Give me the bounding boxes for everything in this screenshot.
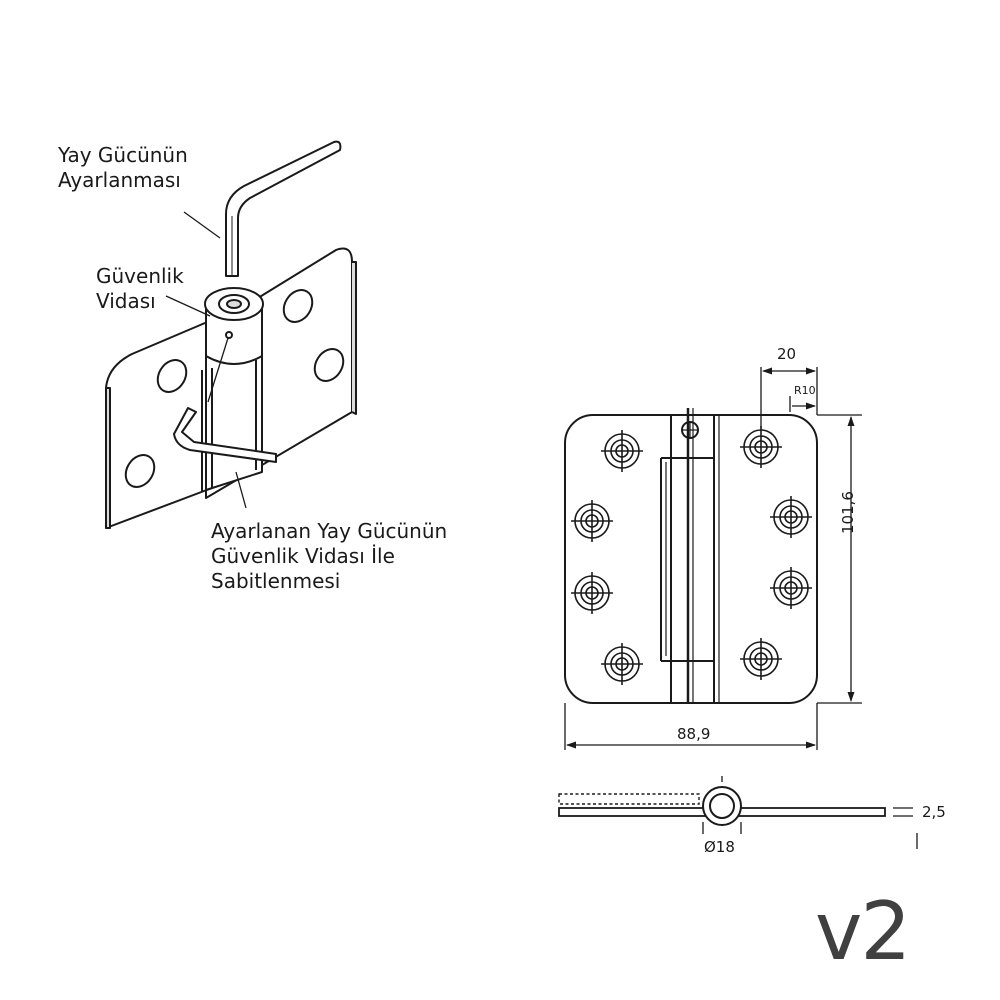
dim-corner-radius: R10 — [794, 384, 816, 397]
dimension-lines — [564, 367, 862, 750]
label-spring-adjust-line1: Yay Gücünün — [58, 143, 188, 167]
label-fixing: Ayarlanan Yay Gücünün Güvenlik Vidası İl… — [211, 519, 447, 594]
hinge-side-view — [558, 776, 918, 849]
leaf-screw-holes — [124, 289, 345, 488]
label-safety-screw: Güvenlik Vidası — [96, 264, 184, 314]
hex-key-lower — [173, 407, 277, 463]
version-badge: v2 — [815, 885, 911, 978]
dim-height: 101,6 — [839, 491, 857, 534]
hinge-left-leaf — [105, 319, 213, 529]
hinge-outline — [564, 414, 818, 704]
label-safety-screw-line1: Güvenlik — [96, 264, 184, 288]
hinge-barrel — [205, 303, 263, 491]
hinge-front-view — [564, 408, 818, 704]
dim-thickness: 2,5 — [922, 803, 946, 821]
dim-knuckle-diameter: Ø18 — [704, 838, 735, 856]
label-spring-adjust-line2: Ayarlanması — [58, 168, 181, 192]
dim-hole-offset: 20 — [777, 345, 797, 363]
label-fixing-line3: Sabitlenmesi — [211, 569, 341, 593]
isometric-hinge-illustration — [105, 140, 357, 529]
label-safety-screw-line2: Vidası — [96, 289, 156, 313]
dim-width: 88,9 — [677, 725, 711, 743]
screw-hole-pattern — [571, 426, 812, 685]
hex-key-top — [225, 140, 342, 277]
label-leader-lines — [165, 211, 247, 509]
label-fixing-line2: Güvenlik Vidası İle — [211, 544, 395, 568]
label-fixing-line1: Ayarlanan Yay Gücünün — [211, 519, 448, 543]
label-spring-adjust: Yay Gücünün Ayarlanması — [58, 143, 188, 193]
